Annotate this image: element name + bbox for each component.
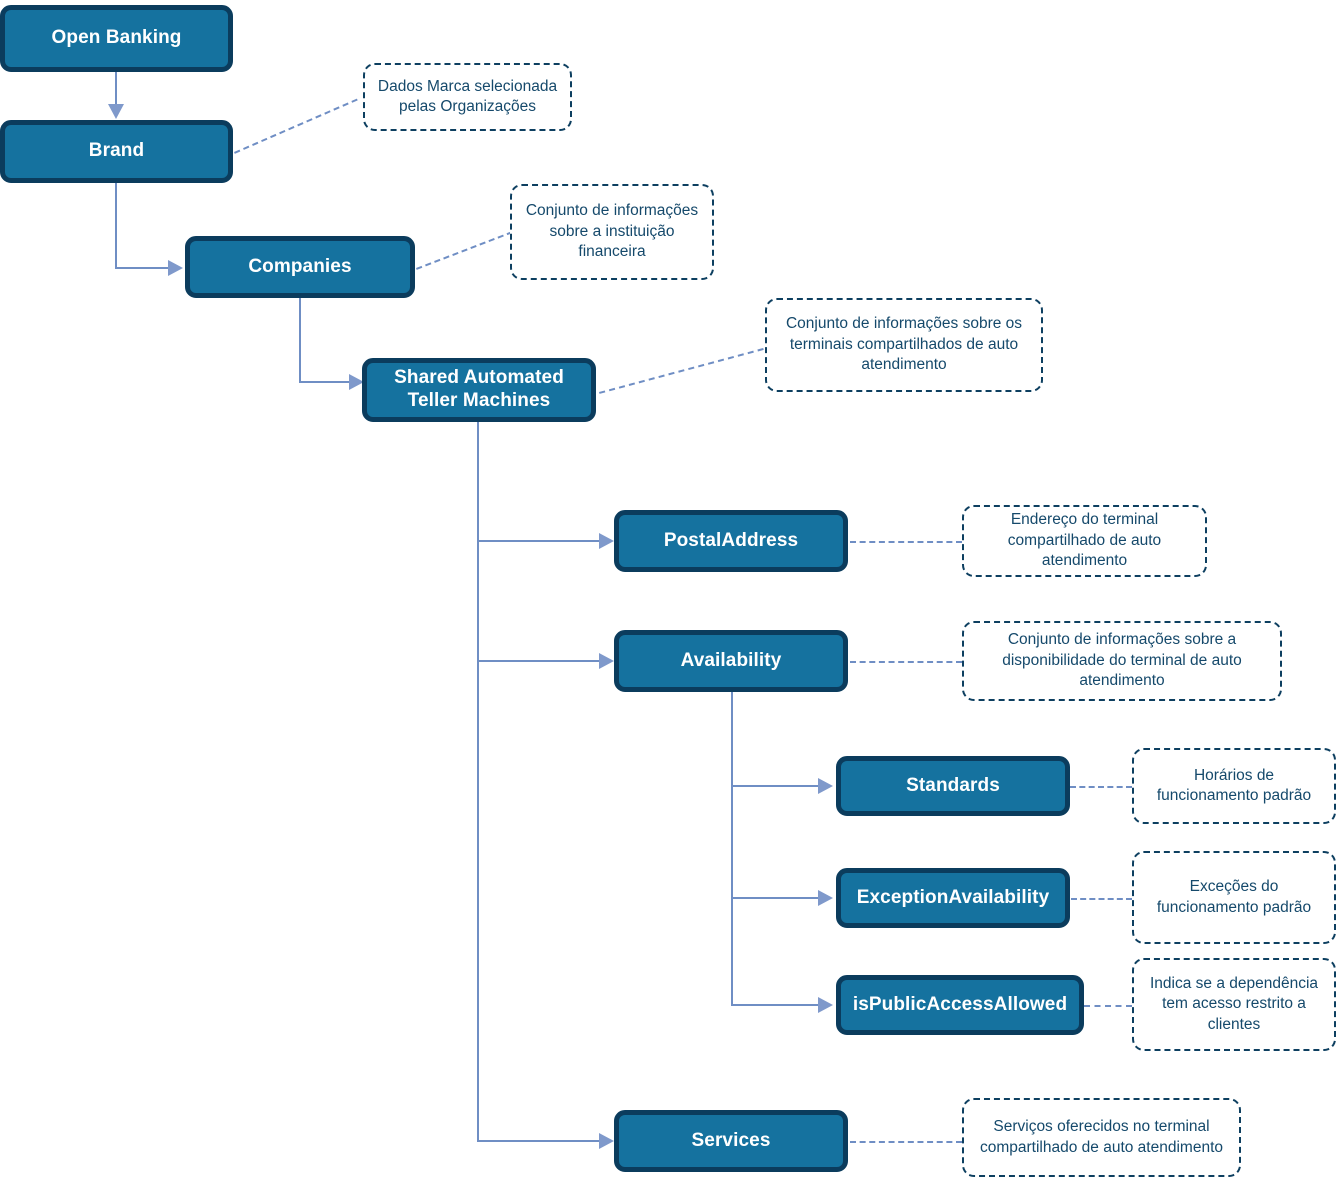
node-services[interactable]: Services — [614, 1110, 848, 1172]
note-services: Serviços oferecidos no terminal comparti… — [962, 1098, 1241, 1177]
edge-availability-exception-hline — [731, 897, 821, 899]
edge-satm-postaladdress-arrow — [599, 533, 614, 549]
note-is-public-access-allowed-text: Indica se a dependência tem acesso restr… — [1149, 974, 1319, 1033]
edge-open-banking-brand-arrow — [108, 104, 124, 119]
node-shared-atm-label-line2: Teller Machines — [407, 390, 551, 411]
edge-availability-ispublic-arrow — [818, 997, 833, 1013]
edge-satm-postaladdress-hline — [477, 540, 601, 542]
edge-satm-trunk — [477, 422, 479, 1141]
leader-companies-note — [416, 231, 513, 270]
leader-postaladdress-note — [850, 541, 962, 543]
node-is-public-access-allowed[interactable]: isPublicAccessAllowed — [836, 975, 1084, 1035]
node-open-banking-label: Open Banking — [51, 27, 182, 49]
edge-availability-ispublic-hline — [731, 1004, 821, 1006]
note-postal-address: Endereço do terminal compartilhado de au… — [962, 505, 1207, 577]
edge-satm-services-arrow — [599, 1133, 614, 1149]
node-shared-atm-label-line1: Shared Automated — [394, 367, 564, 389]
leader-ispublic-note — [1084, 1005, 1132, 1007]
note-brand: Dados Marca selecionada pelas Organizaçõ… — [363, 63, 572, 131]
edge-brand-companies-hline — [115, 267, 170, 269]
node-brand[interactable]: Brand — [0, 120, 233, 183]
node-standards[interactable]: Standards — [836, 756, 1070, 816]
note-companies: Conjunto de informações sobre a institui… — [510, 184, 714, 280]
leader-brand-note — [234, 98, 358, 154]
note-shared-atm: Conjunto de informações sobre os termina… — [765, 298, 1043, 392]
edge-open-banking-brand-line — [115, 72, 117, 104]
node-companies-label: Companies — [248, 255, 352, 277]
note-postal-address-text: Endereço do terminal compartilhado de au… — [1007, 511, 1162, 570]
edge-companies-satm-hline — [299, 381, 352, 383]
note-availability: Conjunto de informações sobre a disponib… — [962, 621, 1282, 701]
edge-companies-satm-arrow — [349, 374, 364, 390]
edge-availability-standards-arrow — [818, 778, 833, 794]
leader-services-note — [850, 1141, 962, 1143]
leader-exception-note — [1071, 898, 1132, 900]
note-companies-text: Conjunto de informações sobre a institui… — [525, 202, 699, 261]
node-companies[interactable]: Companies — [185, 236, 415, 298]
node-services-label: Services — [691, 1129, 771, 1151]
note-shared-atm-text: Conjunto de informações sobre os termina… — [785, 315, 1023, 374]
leader-availability-note — [850, 661, 962, 663]
edge-companies-satm-vline — [299, 298, 301, 382]
node-availability[interactable]: Availability — [614, 630, 848, 692]
node-exception-availability[interactable]: ExceptionAvailability — [836, 868, 1070, 928]
note-exception-availability: Exceções do funcionamento padrão — [1132, 851, 1336, 944]
node-standards-label: Standards — [906, 774, 1000, 796]
leader-standards-note — [1070, 786, 1132, 788]
node-exception-availability-label: ExceptionAvailability — [856, 886, 1050, 908]
node-is-public-access-allowed-label: isPublicAccessAllowed — [852, 993, 1068, 1015]
node-availability-label: Availability — [680, 649, 782, 671]
edge-satm-services-hline — [477, 1140, 601, 1142]
note-standards: Horários de funcionamento padrão — [1132, 748, 1336, 824]
note-exception-availability-text: Exceções do funcionamento padrão — [1156, 878, 1312, 916]
edge-satm-availability-arrow — [599, 653, 614, 669]
edge-availability-trunk — [731, 692, 733, 1005]
node-open-banking[interactable]: Open Banking — [0, 5, 233, 72]
edge-brand-companies-arrow — [168, 260, 183, 276]
note-services-text: Serviços oferecidos no terminal comparti… — [980, 1118, 1223, 1156]
leader-satm-note — [599, 348, 764, 394]
edge-availability-exception-arrow — [818, 890, 833, 906]
note-standards-text: Horários de funcionamento padrão — [1156, 766, 1312, 804]
note-availability-text: Conjunto de informações sobre a disponib… — [1002, 631, 1242, 690]
edge-brand-companies-vline — [115, 183, 117, 268]
node-brand-label: Brand — [88, 140, 145, 162]
node-postal-address[interactable]: PostalAddress — [614, 510, 848, 572]
note-brand-text: Dados Marca selecionada pelas Organizaçõ… — [377, 77, 558, 115]
edge-availability-standards-hline — [731, 785, 821, 787]
edge-satm-availability-hline — [477, 660, 601, 662]
node-shared-automated-teller-machines[interactable]: Shared Automated Teller Machines — [362, 358, 596, 422]
node-postal-address-label: PostalAddress — [663, 529, 799, 551]
note-is-public-access-allowed: Indica se a dependência tem acesso restr… — [1132, 958, 1336, 1051]
